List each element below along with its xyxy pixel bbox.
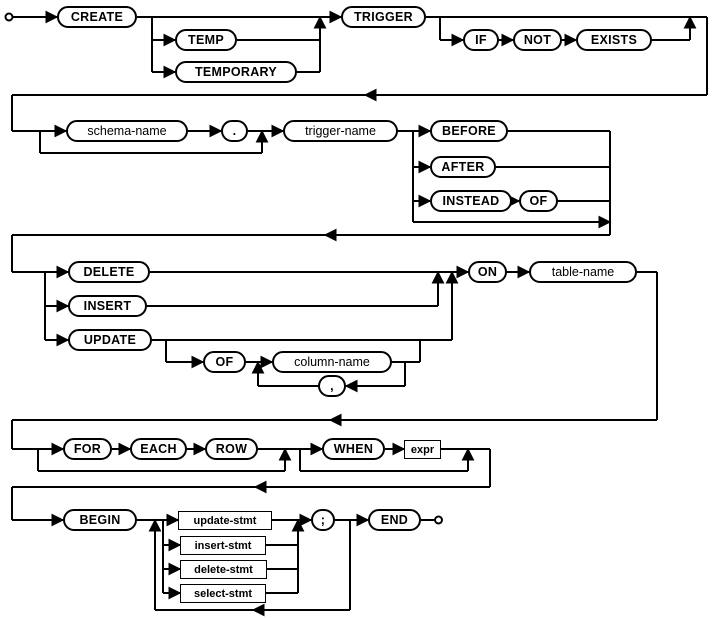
node-temporary: TEMPORARY [175,61,297,83]
node-dot: . [221,120,248,142]
node-create: CREATE [57,6,137,28]
start-terminal-icon [4,12,14,22]
node-each: EACH [130,438,187,460]
end-terminal-icon [434,515,443,525]
wire-segments [11,16,708,611]
node-semicolon: ; [311,509,335,531]
node-trigger-name: trigger-name [283,120,398,142]
node-exists: EXISTS [576,29,652,51]
node-of-column: OF [203,351,246,373]
node-column-name: column-name [272,351,392,373]
node-if: IF [463,29,499,51]
node-instead: INSTEAD [430,190,512,212]
node-update-stmt[interactable]: update-stmt [178,511,272,530]
node-insert: INSERT [68,295,147,317]
node-update: UPDATE [68,329,152,351]
node-before: BEFORE [430,120,508,142]
node-end: END [368,509,421,531]
node-when: WHEN [322,438,385,460]
node-begin: BEGIN [63,509,137,531]
node-delete: DELETE [68,261,150,283]
node-temp: TEMP [175,29,237,51]
node-not: NOT [513,29,562,51]
node-after: AFTER [430,156,496,178]
node-row: ROW [205,438,258,460]
node-delete-stmt[interactable]: delete-stmt [180,560,267,579]
node-comma: , [318,375,346,397]
node-insert-stmt[interactable]: insert-stmt [180,536,266,555]
node-trigger: TRIGGER [341,6,426,28]
node-schema-name: schema-name [66,120,188,142]
node-expr[interactable]: expr [404,440,441,459]
node-table-name: table-name [529,261,637,283]
node-for: FOR [63,438,112,460]
node-on: ON [468,261,507,283]
node-of: OF [519,190,558,212]
wire-arrows [12,10,707,617]
node-select-stmt[interactable]: select-stmt [180,584,266,603]
